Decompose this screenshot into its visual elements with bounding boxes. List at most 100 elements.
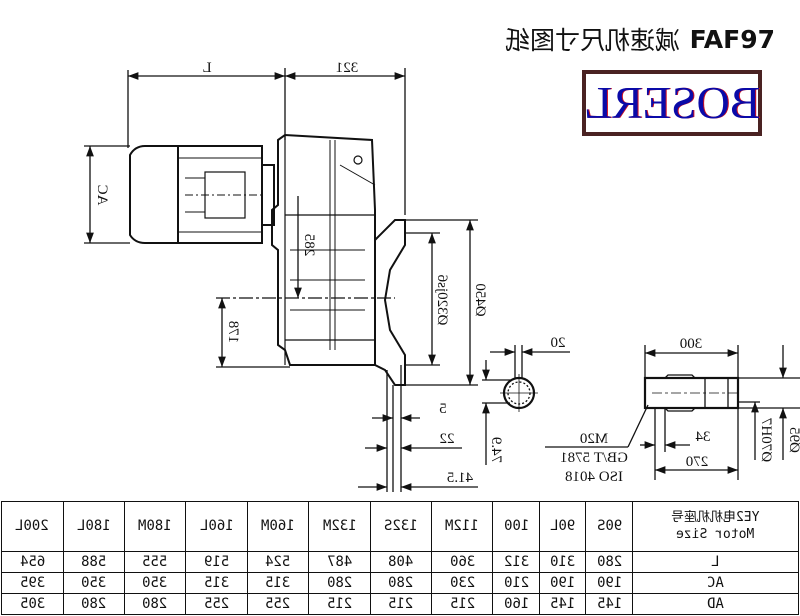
value-cell-text: 280 [326, 574, 353, 591]
row-label: L [632, 550, 799, 573]
value-cell-text: 519 [203, 553, 230, 570]
value-cell: 145 [585, 592, 633, 616]
value-cell: 395 [1, 571, 64, 594]
value-cell-text: 487 [326, 553, 353, 570]
value-cell: 255 [185, 592, 248, 616]
value-cell-text: 255 [265, 595, 291, 612]
technical-drawing: L 321 AC 285 178 Ø320js6 Ø450 5 22 41.5 … [84, 60, 800, 492]
value-cell: 160 [492, 592, 540, 616]
bolt-spec-2: GB/T 5781 [560, 450, 628, 466]
size-cell: 132S [369, 501, 433, 552]
value-cell: 305 [1, 592, 64, 616]
gear-motor-outline [129, 133, 406, 386]
dim-300: 300 [680, 336, 703, 352]
dim-flange-outer: Ø450 [472, 283, 488, 316]
dim-flange-inner: Ø320js6 [434, 274, 450, 325]
row-label-text: AC [707, 574, 724, 591]
size-cell: 90L [538, 501, 587, 552]
value-cell-text: 315 [203, 574, 230, 591]
dim-270: 270 [686, 454, 709, 470]
dim-321: 321 [336, 60, 359, 76]
bolt-spec-1: M20 [580, 431, 608, 447]
value-cell-text: 310 [550, 553, 576, 570]
value-cell: 654 [1, 550, 64, 573]
value-cell-text: 408 [388, 553, 414, 570]
value-cell: 190 [538, 571, 587, 594]
value-cell-text: 145 [550, 595, 576, 612]
value-cell: 310 [538, 550, 587, 573]
size-label: 90L [550, 518, 576, 535]
value-cell-text: 215 [326, 595, 353, 612]
size-cell: 112M [431, 501, 494, 552]
value-cell: 215 [369, 592, 433, 616]
header-cn: YE2电机机座号 [671, 510, 760, 526]
size-label: 180L [76, 518, 111, 535]
value-cell: 190 [585, 571, 633, 594]
value-cell-text: 350 [142, 574, 168, 591]
value-cell: 519 [185, 550, 248, 573]
value-cell-text: 360 [449, 553, 475, 570]
size-cell: 200L [1, 501, 64, 552]
dim-L: L [202, 60, 211, 76]
size-label: 200L [15, 518, 50, 535]
bolt-spec-3: ISO 4018 [565, 469, 623, 485]
size-label: 160L [199, 518, 234, 535]
value-cell: 312 [492, 550, 540, 573]
value-cell-text: 215 [388, 595, 414, 612]
size-cell: 160L [185, 501, 248, 552]
value-cell: 280 [62, 592, 125, 616]
header-en: Motor Size [676, 527, 755, 543]
dim-5: 5 [439, 401, 447, 417]
dim-shaft-od: Ø95 [786, 427, 800, 453]
size-cell: 90S [585, 501, 633, 552]
value-cell: 230 [431, 571, 494, 594]
size-label: 132M [322, 518, 357, 535]
size-label: 160M [261, 518, 295, 535]
size-cell: 180L [62, 501, 125, 552]
dim-74-9: 74.9 [488, 437, 504, 463]
value-cell-text: 190 [596, 574, 622, 591]
value-cell: 350 [123, 571, 187, 594]
value-cell: 255 [246, 592, 310, 616]
value-cell-text: 280 [142, 595, 168, 612]
dim-285: 285 [301, 234, 317, 257]
value-cell-text: 312 [503, 553, 529, 570]
dim-178: 178 [225, 321, 241, 344]
value-cell: 408 [369, 550, 433, 573]
size-label: 90S [596, 518, 622, 535]
value-cell-text: 315 [265, 574, 291, 591]
value-cell-text: 350 [81, 574, 107, 591]
size-cell: 132M [308, 501, 371, 552]
value-cell: 280 [369, 571, 433, 594]
value-cell-text: 305 [19, 595, 45, 612]
drawing-title: 减速机尺寸图纸 FAF97 [385, 22, 775, 56]
value-cell: 315 [185, 571, 248, 594]
brand-logo: BOSERL [582, 70, 762, 136]
value-cell-text: 145 [596, 595, 622, 612]
dim-AC: AC [94, 185, 110, 206]
row-label: AC [632, 571, 799, 594]
size-label: 112M [445, 518, 480, 535]
size-cell: 160M [246, 501, 310, 552]
value-cell-text: 230 [449, 574, 475, 591]
value-cell: 280 [585, 550, 633, 573]
size-cell: 180M [123, 501, 187, 552]
value-cell: 315 [246, 571, 310, 594]
table-row: AC 190 190 210 230 280 280 315 315 350 350 395 [1, 571, 799, 594]
row-label-text: L [711, 553, 720, 570]
value-cell: 210 [492, 571, 540, 594]
value-cell-text: 210 [503, 574, 529, 591]
title-model: FAF97 [689, 24, 775, 54]
size-label: 100 [503, 518, 529, 535]
dim-41-5: 41.5 [447, 470, 473, 486]
dim-bore: Ø70H7 [758, 417, 774, 462]
value-cell-text: 280 [81, 595, 107, 612]
size-label: 132S [383, 518, 418, 535]
value-cell: 487 [308, 550, 371, 573]
